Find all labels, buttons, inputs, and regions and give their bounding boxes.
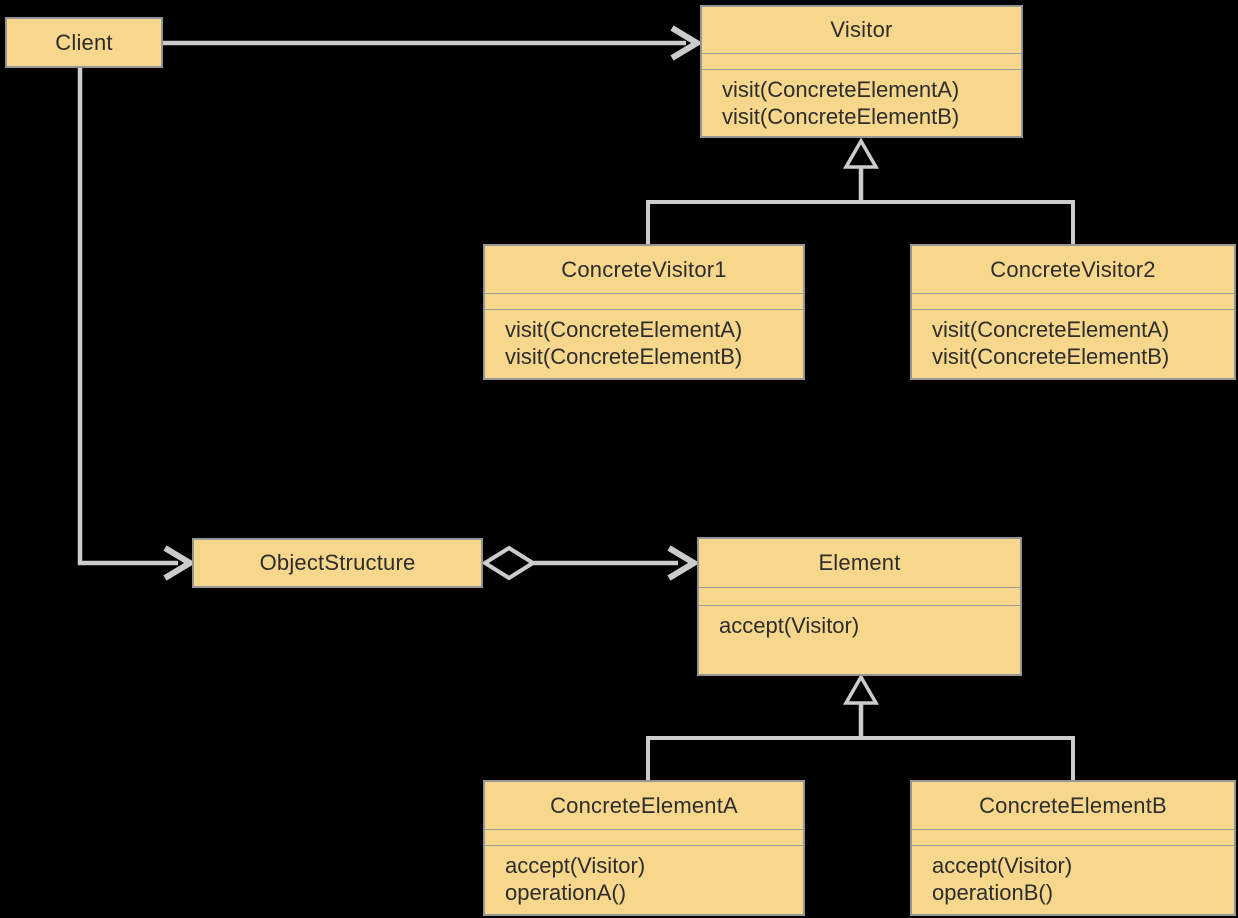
- class-name: ConcreteVisitor1: [561, 256, 727, 282]
- methods-compartment: accept(Visitor) operationA(): [485, 845, 803, 914]
- generalization-to-visitor: [646, 137, 1075, 244]
- method: visit(ConcreteElementA): [932, 317, 1170, 342]
- method: visit(ConcreteElementB): [505, 344, 743, 369]
- attributes-compartment: [485, 829, 803, 845]
- class-box-concrete-element-b: ConcreteElementB accept(Visitor) operati…: [910, 780, 1236, 916]
- methods-compartment: visit(ConcreteElementA) visit(ConcreteEl…: [485, 309, 803, 378]
- class-box-element: Element accept(Visitor): [697, 537, 1022, 676]
- aggregation-object-structure-to-element: [481, 545, 700, 581]
- attributes-compartment: [699, 587, 1020, 605]
- class-name: Visitor: [830, 17, 893, 42]
- methods-compartment: visit(ConcreteElementA) visit(ConcreteEl…: [912, 309, 1234, 378]
- generalization-triangle-icon: [842, 137, 880, 169]
- generalization-triangle-icon: [842, 673, 880, 705]
- class-name: ConcreteElementA: [550, 792, 738, 818]
- methods-compartment: accept(Visitor) operationB(): [912, 845, 1234, 914]
- method: operationA(): [505, 880, 627, 905]
- method: accept(Visitor): [719, 613, 860, 638]
- method: visit(ConcreteElementB): [722, 104, 960, 129]
- class-box-visitor: Visitor visit(ConcreteElementA) visit(Co…: [700, 5, 1023, 138]
- method: operationB(): [932, 880, 1054, 905]
- attributes-compartment: [485, 293, 803, 309]
- class-box-concrete-visitor-2: ConcreteVisitor2 visit(ConcreteElementA)…: [910, 244, 1236, 380]
- class-box-concrete-element-a: ConcreteElementA accept(Visitor) operati…: [483, 780, 805, 916]
- class-name: Element: [818, 550, 901, 575]
- attributes-compartment: [702, 53, 1021, 69]
- class-name: ObjectStructure: [259, 550, 416, 575]
- association-client-to-visitor: [163, 25, 703, 61]
- open-arrowhead-icon: [667, 545, 700, 581]
- generalization-to-element: [646, 673, 1075, 780]
- method: accept(Visitor): [932, 853, 1073, 878]
- class-name: ConcreteVisitor2: [990, 256, 1156, 282]
- attributes-compartment: [912, 829, 1234, 845]
- class-name: Client: [55, 29, 113, 55]
- method: accept(Visitor): [505, 853, 646, 878]
- method: visit(ConcreteElementA): [722, 77, 960, 102]
- open-arrowhead-icon: [163, 545, 196, 581]
- class-box-concrete-visitor-1: ConcreteVisitor1 visit(ConcreteElementA)…: [483, 244, 805, 380]
- open-arrowhead-icon: [670, 25, 703, 61]
- methods-compartment: accept(Visitor): [699, 605, 1020, 674]
- attributes-compartment: [912, 293, 1234, 309]
- association-client-to-object-structure: [77, 68, 196, 581]
- methods-compartment: visit(ConcreteElementA) visit(ConcreteEl…: [702, 69, 1021, 136]
- method: visit(ConcreteElementA): [505, 317, 743, 342]
- method: visit(ConcreteElementB): [932, 344, 1170, 369]
- class-box-object-structure: ObjectStructure: [192, 538, 483, 588]
- class-box-client: Client: [5, 17, 163, 68]
- aggregation-diamond-icon: [481, 545, 537, 581]
- class-name: ConcreteElementB: [979, 792, 1167, 818]
